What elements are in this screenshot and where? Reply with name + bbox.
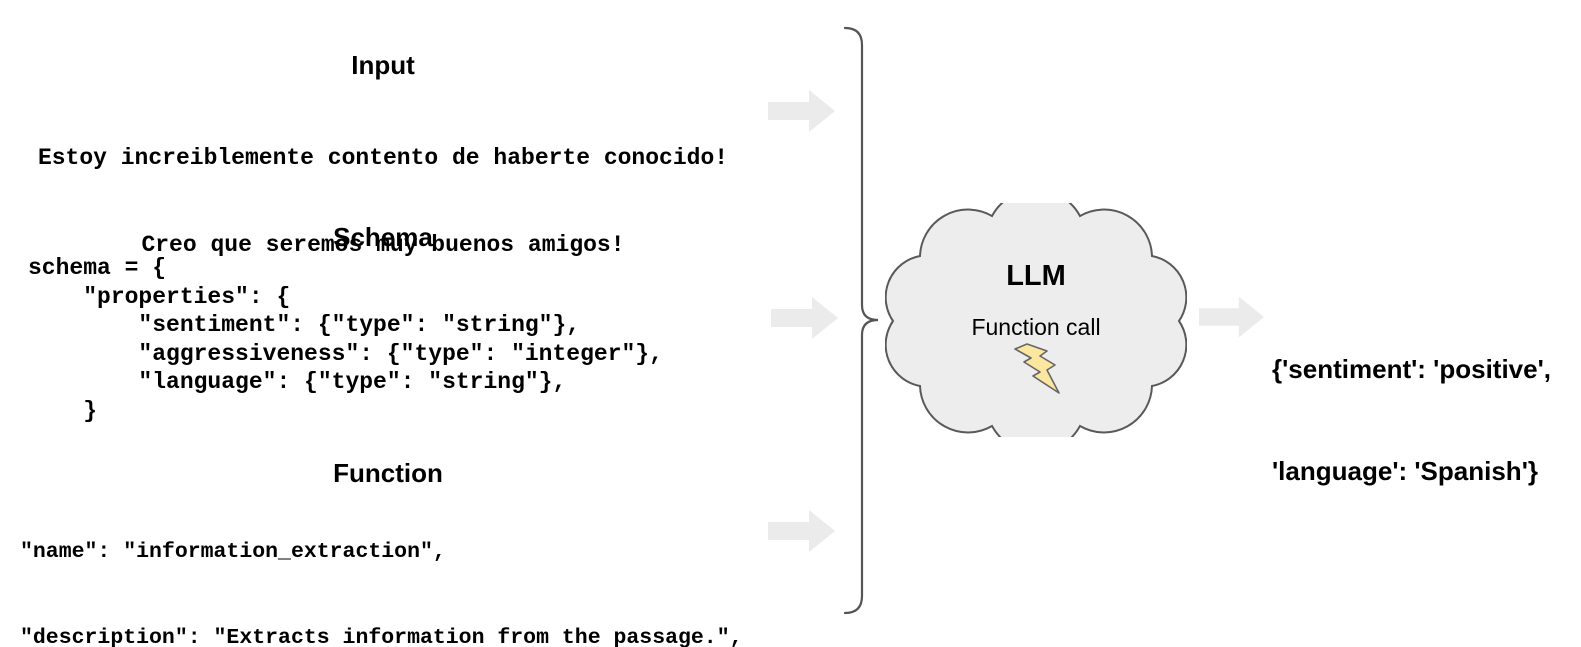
- function-name-line: "name": "information_extraction",: [20, 540, 446, 564]
- input-text: Estoy increiblemente contento de haberte…: [18, 86, 748, 318]
- schema-code-block: schema = { "properties": { "sentiment": …: [28, 255, 663, 424]
- right-arrow-icon: [768, 90, 835, 132]
- output-result-line1: {'sentiment': 'positive',: [1272, 354, 1552, 384]
- function-code-block: "name": "information_extraction", "descr…: [20, 492, 743, 647]
- input-text-line2: Creo que seremos muy buenos amigos!: [141, 232, 625, 258]
- input-section: Input Estoy increiblemente contento de h…: [18, 50, 748, 318]
- right-arrow-icon: [768, 510, 835, 552]
- input-text-line1: Estoy increiblemente contento de haberte…: [37, 145, 729, 171]
- function-section-title: Function: [333, 458, 443, 488]
- output-result-line2: 'language': 'Spanish'}: [1272, 456, 1538, 486]
- function-description-line: "description": "Extracts information fro…: [20, 626, 743, 647]
- right-arrow-icon: [771, 297, 838, 339]
- lightning-bolt-icon: [1014, 343, 1060, 394]
- schema-section-title: Schema: [333, 222, 433, 252]
- llm-cloud-title: LLM: [1006, 260, 1066, 292]
- curly-brace-shape: [843, 26, 879, 615]
- right-arrow-icon: [1199, 296, 1264, 338]
- llm-cloud-subtitle: Function call: [971, 314, 1101, 340]
- output-result-text: {'sentiment': 'positive', 'language': 'S…: [1272, 284, 1551, 556]
- llm-cloud-shape: [885, 203, 1187, 437]
- input-section-title: Input: [351, 50, 415, 80]
